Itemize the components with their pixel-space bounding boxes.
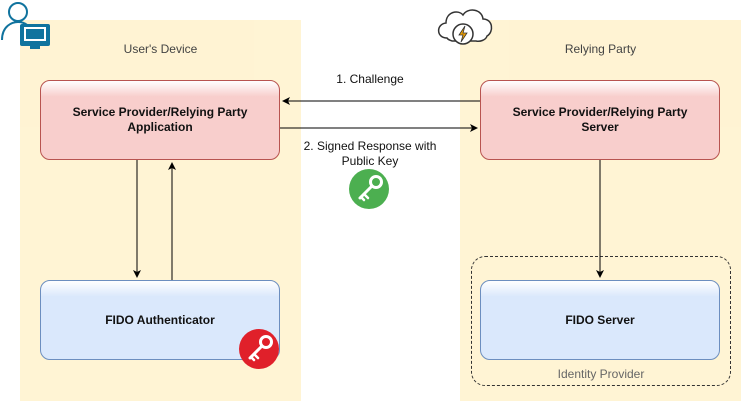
fido-server-box: FIDO Server <box>480 280 720 360</box>
fido-authenticator-label: FIDO Authenticator <box>105 312 215 327</box>
identity-provider-frame <box>471 256 731 386</box>
sp-application-box: Service Provider/Relying Party Applicati… <box>40 80 280 160</box>
signed-response-label: 2. Signed Response with Public Key <box>303 139 437 168</box>
green-key-icon <box>349 169 389 209</box>
challenge-label: 1. Challenge <box>336 72 404 86</box>
red-key-icon <box>239 329 279 369</box>
user-computer-icon <box>1 2 50 49</box>
cloud-lightning-icon <box>437 9 493 45</box>
sp-server-label: Service Provider/Relying Party Server <box>512 105 688 134</box>
sp-server-box: Service Provider/Relying Party Server <box>480 80 720 160</box>
users-device-title: User's Device <box>123 42 198 56</box>
relying-party-title: Relying Party <box>564 42 637 56</box>
sp-application-label: Service Provider/Relying Party Applicati… <box>72 105 248 134</box>
identity-provider-label: Identity Provider <box>557 367 645 381</box>
fido-server-label: FIDO Server <box>565 312 635 327</box>
